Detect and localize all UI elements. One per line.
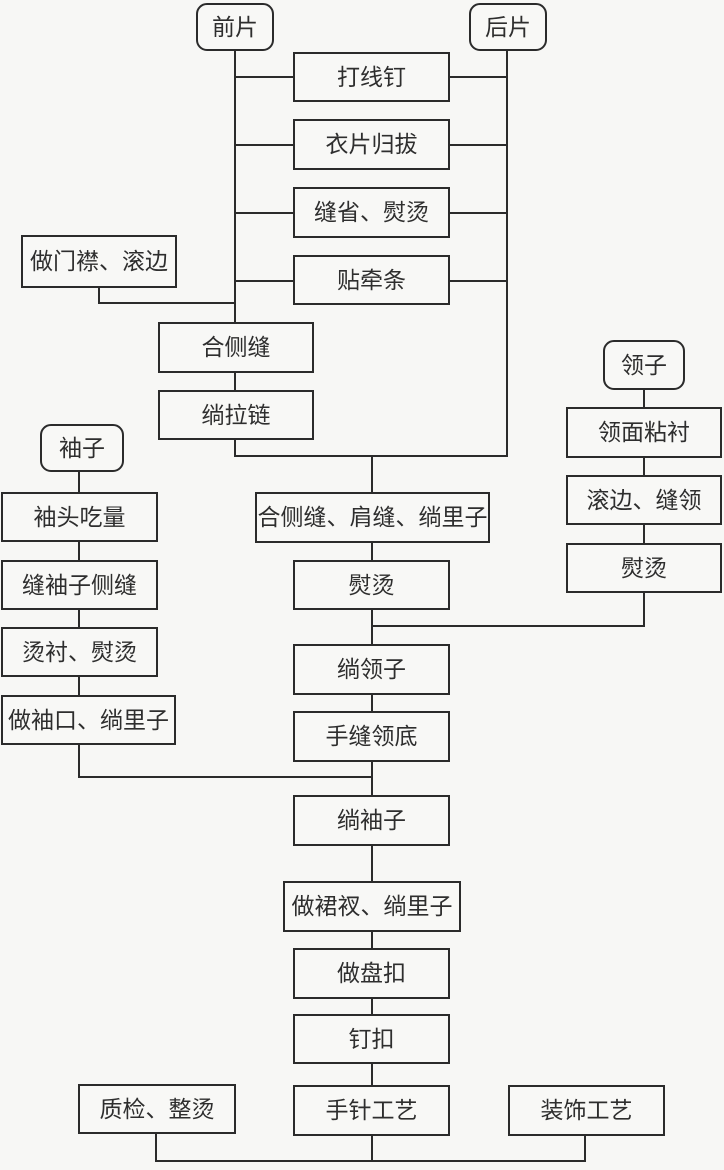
connector (78, 744, 80, 778)
node-collar: 领子 (603, 340, 685, 390)
connector (371, 931, 373, 949)
connector (449, 280, 508, 282)
node-pressing: 熨烫 (293, 560, 450, 610)
node-decoration: 装饰工艺 (508, 1085, 665, 1136)
connector (78, 776, 373, 778)
connector (643, 524, 645, 544)
connector (449, 144, 508, 146)
node-collar-interfacing: 领面粘衬 (566, 407, 722, 458)
node-sew-sleeve-seam: 缝袖子侧缝 (1, 560, 158, 610)
connector (371, 761, 373, 796)
connector (78, 609, 80, 628)
connector (643, 389, 645, 408)
connector (235, 144, 295, 146)
connector (155, 1160, 586, 1162)
node-attach-collar: 绱领子 (293, 644, 450, 695)
connector (371, 845, 373, 882)
connector (643, 457, 645, 476)
connector (235, 212, 295, 214)
node-hand-stitching: 手针工艺 (293, 1085, 450, 1136)
connector (98, 302, 236, 304)
node-attach-zipper: 绱拉链 (158, 390, 314, 440)
connector (234, 51, 236, 457)
connector (371, 998, 373, 1015)
connector (98, 287, 100, 304)
connector (371, 625, 645, 627)
node-sleeve: 袖子 (40, 424, 124, 472)
connector (371, 455, 373, 493)
node-sleeve-cuff-lining: 做袖口、绱里子 (1, 695, 176, 745)
connector (78, 471, 80, 493)
connector (449, 76, 508, 78)
node-attach-sleeves: 绱袖子 (293, 795, 450, 846)
node-placket-binding: 做门襟、滚边 (21, 235, 177, 288)
node-collar-binding-sewing: 滚边、缝领 (566, 475, 722, 525)
node-sew-buttons: 钉扣 (293, 1014, 450, 1064)
node-stay-tape: 贴牵条 (293, 255, 450, 305)
connector (235, 76, 295, 78)
connector (235, 280, 295, 282)
node-back-panel: 后片 (469, 3, 547, 51)
node-fuse-interlining-press: 烫衬、熨烫 (1, 627, 158, 677)
connector (584, 1135, 586, 1162)
connector (371, 542, 373, 561)
connector (78, 676, 80, 696)
node-sleeve-cap-ease: 袖头吃量 (1, 492, 158, 542)
node-quality-check-press: 质检、整烫 (78, 1084, 236, 1134)
connector (371, 1135, 373, 1162)
node-panel-shaping: 衣片归拔 (293, 119, 450, 170)
connector (449, 212, 508, 214)
connector (371, 1063, 373, 1086)
node-collar-pressing: 熨烫 (566, 543, 722, 593)
node-sew-darts-press: 缝省、熨烫 (293, 187, 450, 238)
connector (155, 1133, 157, 1162)
node-thread-marking: 打线钉 (293, 52, 450, 102)
node-make-frog-buttons: 做盘扣 (293, 948, 450, 999)
node-join-side-seam: 合侧缝 (158, 322, 314, 373)
node-join-seams-lining: 合侧缝、肩缝、绱里子 (255, 492, 490, 543)
connector (506, 51, 508, 457)
node-front-panel: 前片 (196, 3, 274, 51)
connector (371, 609, 373, 645)
connector (78, 541, 80, 561)
connector (371, 694, 373, 712)
connector (643, 592, 645, 627)
node-hand-sew-collar-base: 手缝领底 (293, 711, 450, 762)
node-skirt-slit-lining: 做裙衩、绱里子 (283, 881, 461, 932)
